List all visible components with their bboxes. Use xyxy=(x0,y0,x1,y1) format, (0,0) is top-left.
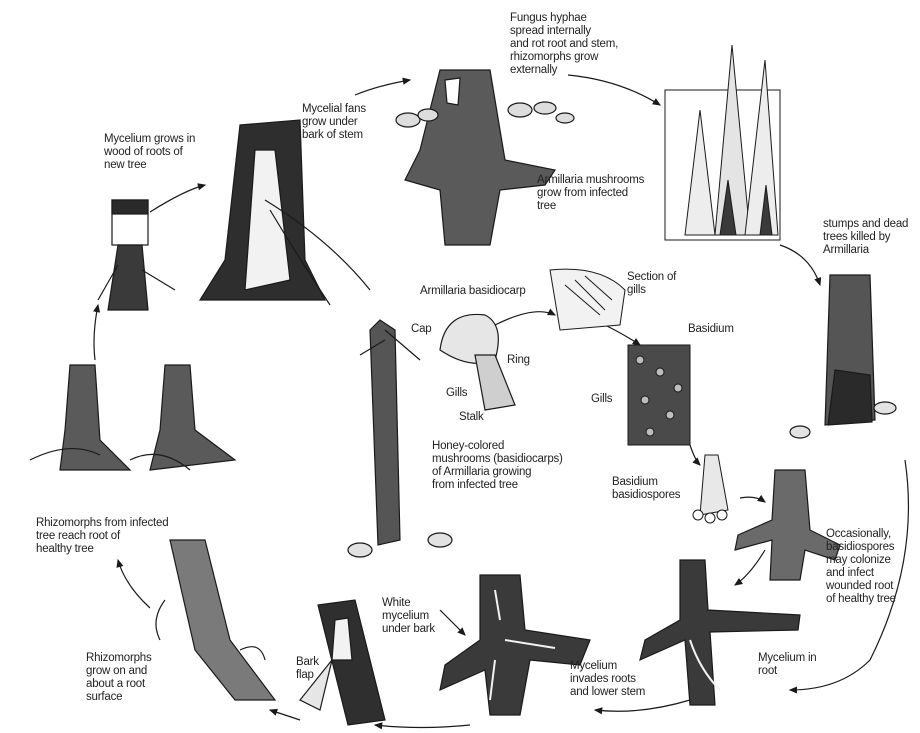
label-occasionally: Occasionally, basidiospores may colonize… xyxy=(826,528,896,606)
label-mycelium-invades: Mycelium invades roots and lower stem xyxy=(570,660,645,699)
new-tree-illustration xyxy=(98,200,175,310)
spore-illustration xyxy=(693,455,728,523)
label-mycelium-grows: Mycelium grows in wood of roots of new t… xyxy=(104,133,195,172)
arrow-gills-to-spore xyxy=(690,445,700,465)
arrow-wound-to-root xyxy=(735,550,765,585)
rhizomorph-root-illustration xyxy=(156,540,275,700)
basidium-illustration xyxy=(628,345,690,445)
forest-illustration xyxy=(665,45,780,240)
arrow-basidio-to-section xyxy=(495,312,555,325)
arrow-fans-to-infected xyxy=(355,80,410,95)
label-honey-colored: Honey-colored mushrooms (basidiocarps) o… xyxy=(432,440,563,492)
broken-tree-illustration xyxy=(348,320,452,557)
label-ring: Ring xyxy=(507,354,530,367)
arrow-forest-to-stump xyxy=(780,245,820,285)
invaded-roots-illustration xyxy=(440,575,590,715)
label-mycelium-root: Mycelium in root xyxy=(758,652,817,678)
arrow-reach-to-new xyxy=(94,305,98,360)
arrow-invade-to-bark xyxy=(375,725,470,728)
label-mycelial-fans: Mycelial fans grow under bark of stem xyxy=(302,103,366,142)
arrow-infected-to-forest xyxy=(568,75,660,105)
label-section-gills: Section of gills xyxy=(627,271,676,297)
label-gills-right: Gills xyxy=(591,393,612,406)
label-basidium: Basidium xyxy=(688,323,734,336)
arrow-white-mycelium xyxy=(440,610,465,635)
arrow-rhizo-to-reach xyxy=(118,560,150,608)
gill-section-illustration xyxy=(550,269,625,330)
label-rhizomorphs-grow: Rhizomorphs grow on and about a root sur… xyxy=(86,652,152,704)
label-bark-flap: Bark flap xyxy=(296,656,319,682)
label-rhizomorphs-reach: Rhizomorphs from infected tree reach roo… xyxy=(36,517,168,556)
arrow-section-to-basidium xyxy=(605,325,640,345)
label-armillaria-mushrooms: Armillaria mushrooms grow from infected … xyxy=(537,174,644,213)
dead-stump-illustration xyxy=(790,275,896,438)
root-contact-illustration xyxy=(30,365,235,470)
arrow-spore-to-wound xyxy=(740,497,765,502)
label-basidium-spores: Basidium basidiospores xyxy=(612,476,680,502)
root-mycelium-illustration xyxy=(640,560,800,705)
label-basidiocarp: Armillaria basidiocarp xyxy=(420,285,526,298)
label-stalk: Stalk xyxy=(459,411,484,424)
arrow-bark-to-rhizo xyxy=(270,710,300,720)
label-fungus-hyphae: Fungus hyphae spread internally and rot … xyxy=(510,12,618,77)
label-gills-left: Gills xyxy=(446,387,467,400)
wounded-tree-illustration xyxy=(735,470,840,580)
label-stumps-dead: stumps and dead trees killed by Armillar… xyxy=(823,218,908,257)
label-white-mycelium: White mycelium under bark xyxy=(382,597,435,636)
stump-fans-illustration xyxy=(200,120,370,305)
infected-tree-illustration xyxy=(396,70,574,245)
arrow-new-to-fans xyxy=(150,185,205,212)
arrow-root-to-invade xyxy=(595,700,690,711)
label-cap: Cap xyxy=(411,323,432,336)
